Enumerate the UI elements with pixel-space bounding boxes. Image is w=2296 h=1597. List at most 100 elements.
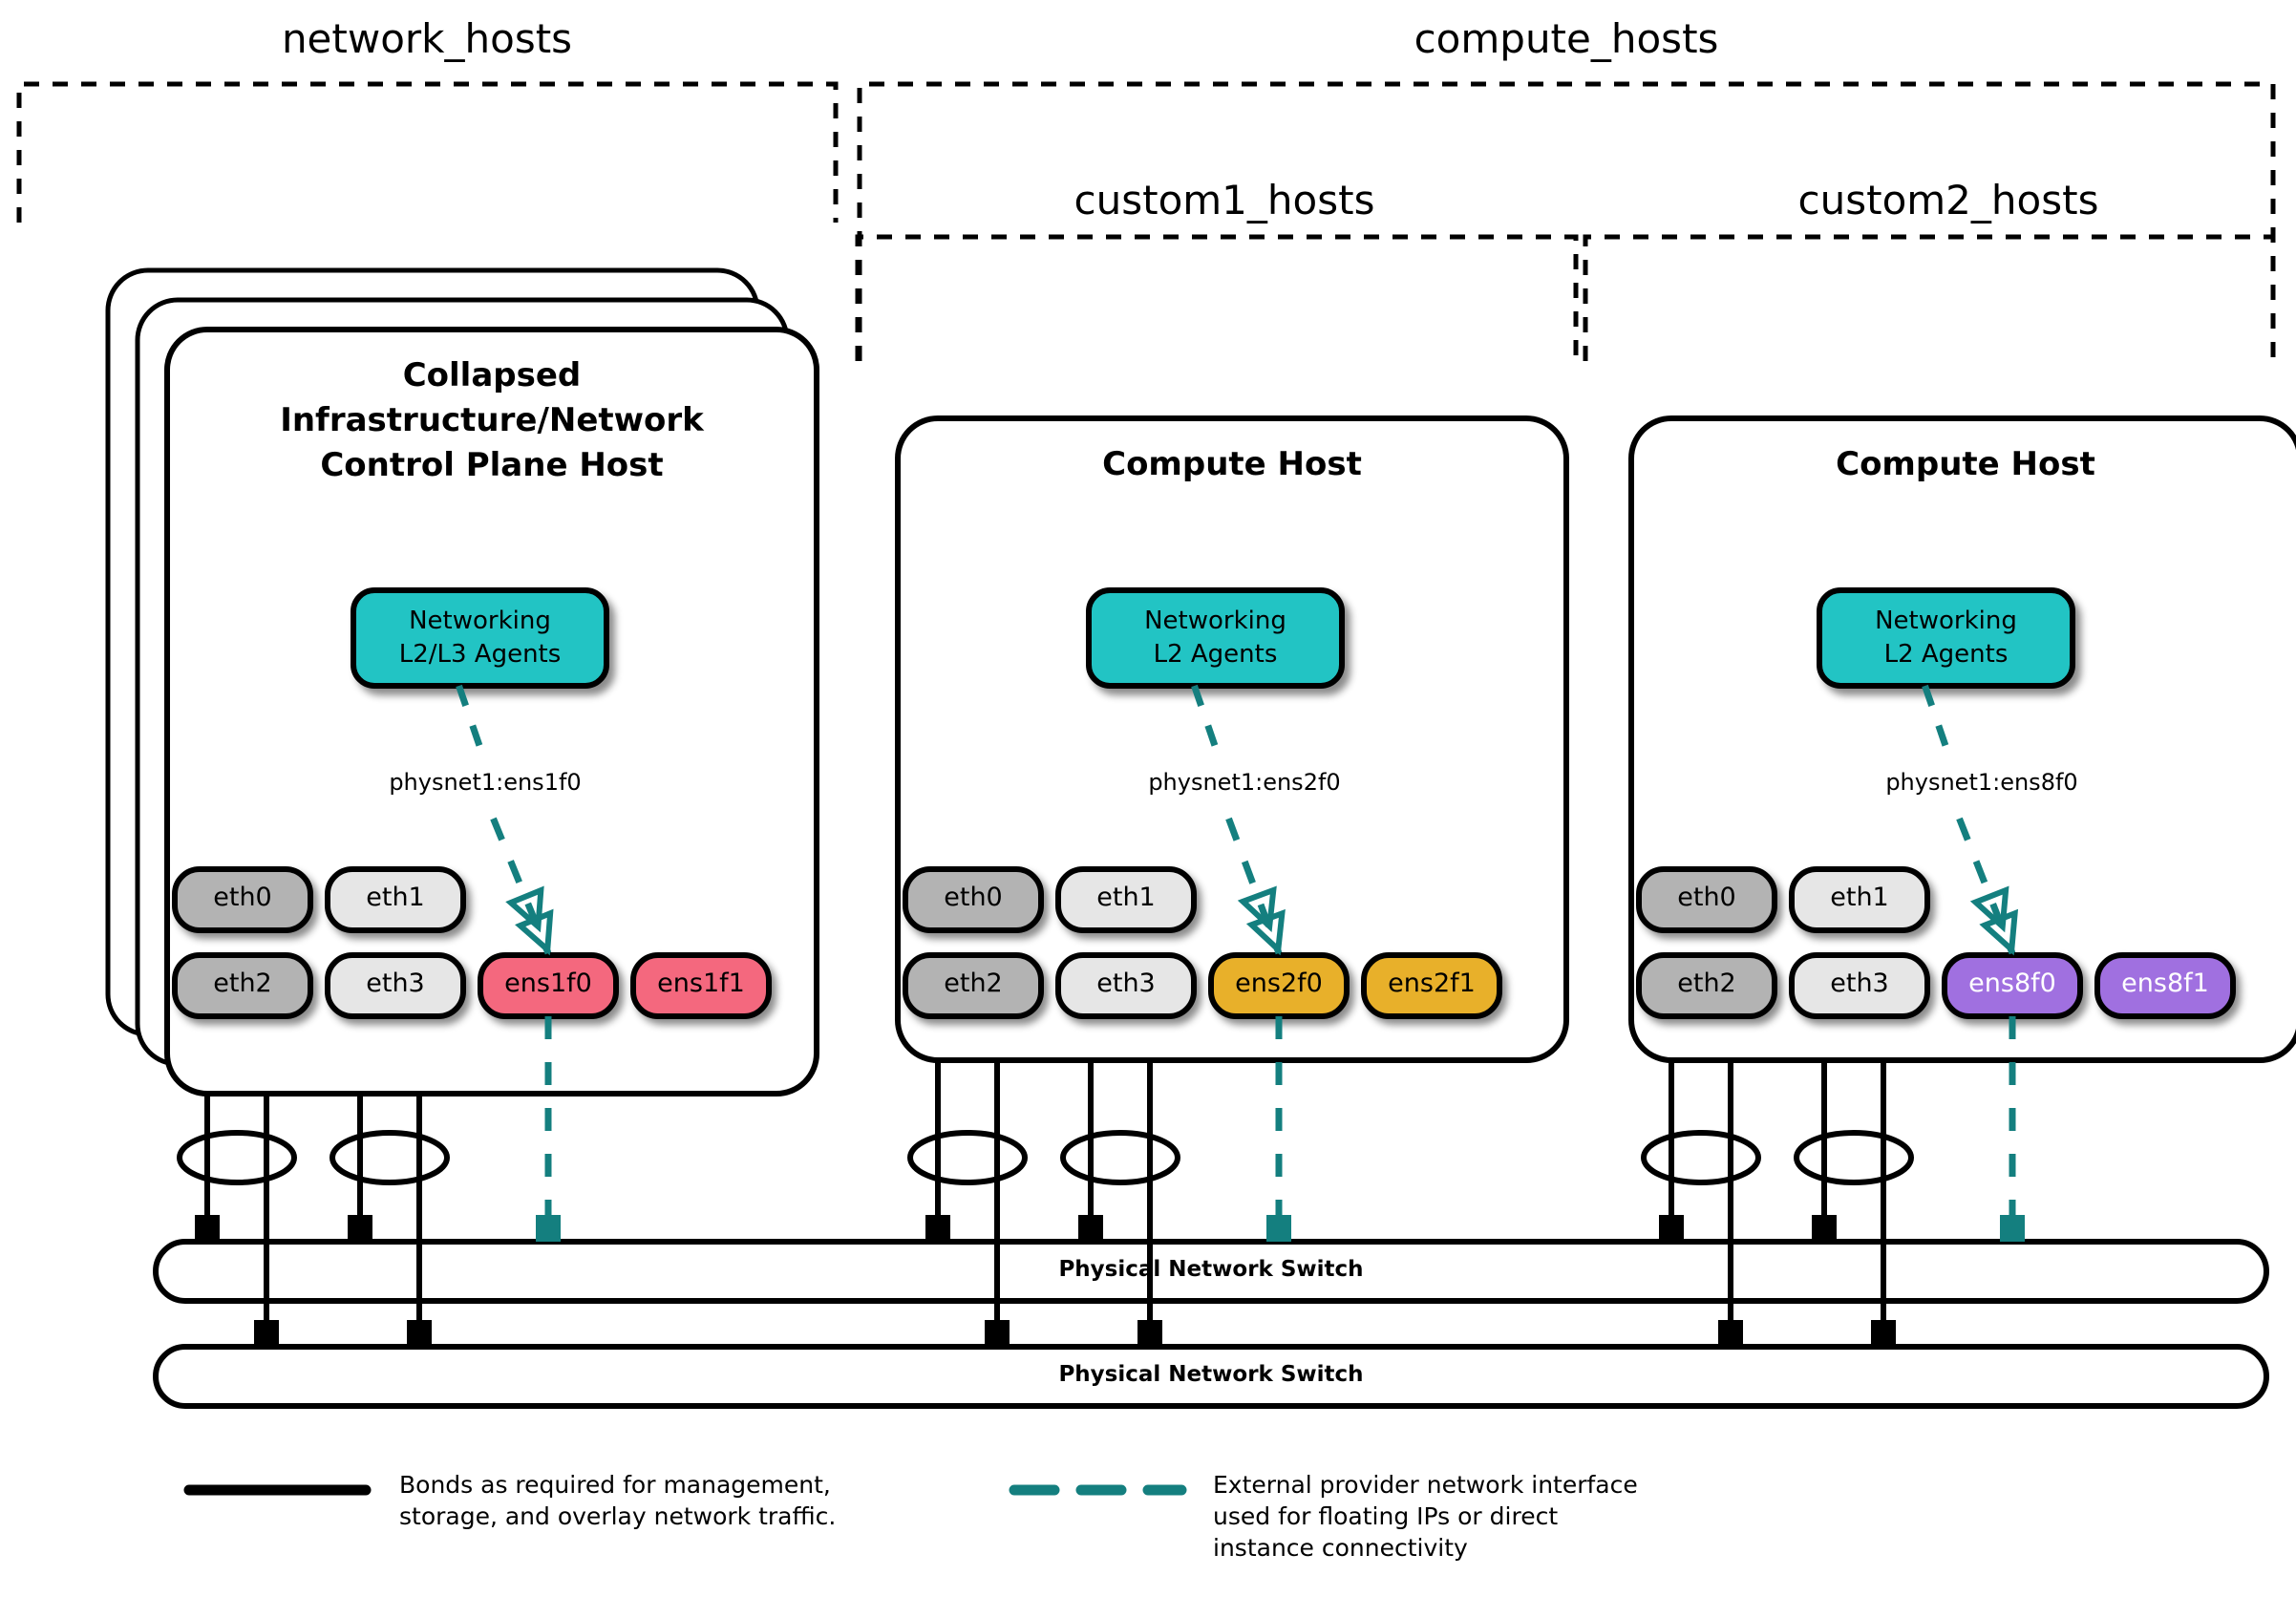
nic-pill-eth1-control-plane-host[interactable] <box>325 866 466 933</box>
switch-port-connector <box>925 1215 950 1242</box>
nic-label-eth0-control-plane-host: eth0 <box>213 883 272 912</box>
legend-text-line: storage, and overlay network traffic. <box>399 1502 837 1530</box>
nic-pill-eth3-compute-host-2[interactable] <box>1789 952 1930 1019</box>
nic-pill-eth1-compute-host-1[interactable] <box>1055 866 1197 933</box>
bond-group-ellipse <box>330 1130 450 1185</box>
bond-group-ellipse <box>177 1130 297 1185</box>
group-title-custom2_hosts: custom2_hosts <box>1797 177 2099 224</box>
nic-pill-eth3-compute-host-1[interactable] <box>1055 952 1197 1019</box>
group-title-network_hosts: network_hosts <box>281 15 573 62</box>
switch-port-connector <box>985 1320 1010 1347</box>
nic-label-ens8f1-compute-host-2: ens8f1 <box>2121 969 2209 998</box>
arrow-chevron-lower <box>515 908 554 956</box>
networking-agents-label-compute-host-1: Networking L2 Agents <box>1089 605 1342 671</box>
bond-group-ellipse <box>1641 1130 1761 1185</box>
nic-pill-eth3-control-plane-host[interactable] <box>325 952 466 1019</box>
switch-ports <box>195 1215 2025 1347</box>
nic-pill-eth0-compute-host-2[interactable] <box>1636 866 1777 933</box>
bond-group-ellipse <box>1060 1130 1180 1185</box>
nic-pill-eth2-control-plane-host[interactable] <box>172 952 313 1019</box>
nic-label-eth3-compute-host-2: eth3 <box>1830 969 1889 998</box>
agents-label-line: L2 Agents <box>1883 640 2009 669</box>
group-title-custom1_hosts: custom1_hosts <box>1074 177 1375 224</box>
switch-port-connector-provider <box>2000 1215 2025 1242</box>
switch-port-connector <box>1871 1320 1896 1347</box>
nic-label-eth2-compute-host-2: eth2 <box>1677 969 1736 998</box>
switch-label-switch-top: Physical Network Switch <box>1058 1257 1364 1282</box>
switch-port-connector <box>195 1215 220 1242</box>
group-title-compute_hosts: compute_hosts <box>1414 15 1719 62</box>
arrow-chevron-lower <box>1245 908 1286 956</box>
switch-port-connector <box>1718 1320 1743 1347</box>
nic-pill-eth2-compute-host-2[interactable] <box>1636 952 1777 1019</box>
provider-link-arrowhead <box>505 885 554 956</box>
legend-text-line: External provider network interface <box>1213 1471 1638 1499</box>
networking-agents-box-control-plane-host[interactable] <box>351 587 609 689</box>
nic-label-eth0-compute-host-2: eth0 <box>1677 883 1736 912</box>
switch-port-connector <box>1078 1215 1103 1242</box>
nic-pill-ens1f1-control-plane-host[interactable] <box>630 952 772 1019</box>
nic-label-eth2-control-plane-host: eth2 <box>213 969 272 998</box>
agents-label-line: Networking <box>1144 607 1286 635</box>
nic-label-ens2f1-compute-host-1: ens2f1 <box>1388 969 1476 998</box>
physnet-label-compute-host-1: physnet1:ens2f0 <box>1148 769 1341 796</box>
switch-port-connector <box>407 1320 432 1347</box>
provider-links <box>456 684 2019 1219</box>
networking-agents-box-compute-host-2[interactable] <box>1817 587 2075 689</box>
agents-label-line: L2 Agents <box>1153 640 1278 669</box>
nic-label-ens1f0-control-plane-host: ens1f0 <box>504 969 592 998</box>
switch-port-connector-provider <box>536 1215 561 1242</box>
host-title-line: Infrastructure/Network <box>280 401 704 439</box>
nic-pill-eth0-control-plane-host[interactable] <box>172 866 313 933</box>
switch-port-connector <box>1812 1215 1837 1242</box>
nic-pill-ens8f1-compute-host-2[interactable] <box>2094 952 2236 1019</box>
nic-label-eth0-compute-host-1: eth0 <box>944 883 1003 912</box>
legend-text-legend-bond: Bonds as required for management, storage… <box>399 1469 1068 1532</box>
nic-pill-eth1-compute-host-2[interactable] <box>1789 866 1930 933</box>
nic-label-eth2-compute-host-1: eth2 <box>944 969 1003 998</box>
switch-port-connector <box>1137 1320 1162 1347</box>
nic-label-ens1f1-control-plane-host: ens1f1 <box>657 969 745 998</box>
arrow-chevron-upper <box>505 885 544 933</box>
legend-text-line: used for floating IPs or direct <box>1213 1502 1559 1530</box>
switch-port-connector <box>348 1215 372 1242</box>
group-boundary-custom1_hosts <box>855 234 1579 361</box>
nic-label-eth1-compute-host-2: eth1 <box>1830 883 1889 912</box>
nic-label-eth3-control-plane-host: eth3 <box>366 969 425 998</box>
provider-link-agent-stub <box>1191 684 1221 755</box>
host-title-line: Control Plane Host <box>320 446 664 484</box>
nic-pill-eth2-compute-host-1[interactable] <box>903 952 1044 1019</box>
group-boundaries <box>16 81 2276 361</box>
switch-port-connector <box>254 1320 279 1347</box>
switch-bar-switch-bottom[interactable] <box>153 1344 2269 1409</box>
group-boundary-network_hosts <box>16 81 839 223</box>
arrow-chevron-upper <box>1237 885 1277 933</box>
legend-text-line: instance connectivity <box>1213 1534 1468 1562</box>
nic-label-ens2f0-compute-host-1: ens2f0 <box>1235 969 1323 998</box>
bond-group-ellipse <box>907 1130 1028 1185</box>
bond-group-ellipse <box>1794 1130 1914 1185</box>
agents-label-line: Networking <box>1875 607 2017 635</box>
provider-link-agent-stub <box>1922 684 1951 755</box>
agents-label-line: L2/L3 Agents <box>398 640 562 669</box>
networking-agents-label-compute-host-2: Networking L2 Agents <box>1819 605 2073 671</box>
switch-port-connector-provider <box>1266 1215 1291 1242</box>
physnet-label-control-plane-host: physnet1:ens1f0 <box>389 769 582 796</box>
nic-pill-eth0-compute-host-1[interactable] <box>903 866 1044 933</box>
arrow-chevron-lower <box>1979 908 2019 956</box>
arrow-chevron-upper <box>1969 885 2009 933</box>
nic-label-eth3-compute-host-1: eth3 <box>1096 969 1156 998</box>
switch-bars <box>153 1239 2269 1409</box>
host-title-line: Compute Host <box>1102 445 1362 483</box>
legend-text-line: Bonds as required for management, <box>399 1471 831 1499</box>
nic-pill-ens2f1-compute-host-1[interactable] <box>1361 952 1502 1019</box>
switch-bar-switch-top[interactable] <box>153 1239 2269 1304</box>
nic-label-eth1-control-plane-host: eth1 <box>366 883 425 912</box>
host-title-compute-host-2: Compute Host <box>1631 442 2296 487</box>
networking-agents-box-compute-host-1[interactable] <box>1086 587 1345 689</box>
group-boundary-custom2_hosts <box>1583 234 2276 361</box>
provider-link-agent-stub <box>456 684 485 755</box>
